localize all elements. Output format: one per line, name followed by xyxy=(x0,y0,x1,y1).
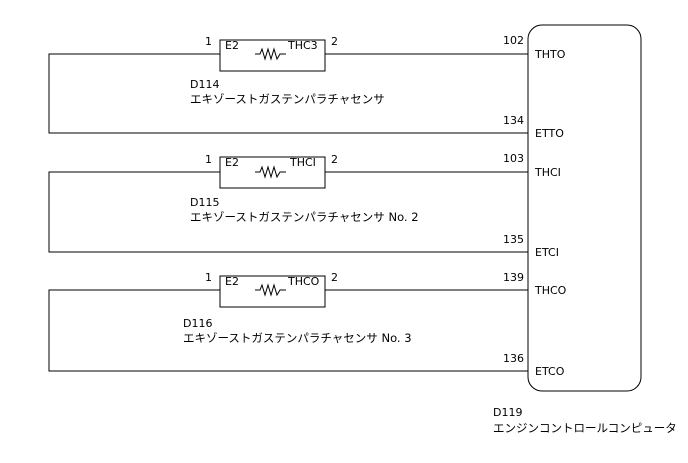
terminal-label: THCI xyxy=(289,156,316,169)
wire-d115-ground xyxy=(48,171,528,253)
terminal-label: THCO xyxy=(287,275,320,288)
part-code: D114 xyxy=(190,78,219,91)
pin-number: 1 xyxy=(205,35,212,48)
resistor-symbol xyxy=(255,283,286,297)
pin-number: 1 xyxy=(205,153,212,166)
ecu-terminal-label: ETTO xyxy=(535,127,564,140)
ecu-d119: 102 134 103 135 139 136 THTO ETTO THCI E… xyxy=(493,24,677,435)
resistor-symbol xyxy=(255,165,286,179)
pin-number: 2 xyxy=(331,153,338,166)
ecu-pin-number: 139 xyxy=(503,271,524,284)
ecu-pin-number: 136 xyxy=(503,352,524,365)
ecu-box xyxy=(527,24,642,392)
pin-number: 1 xyxy=(205,271,212,284)
sensor-d114: 1 2 E2 THC3 D114 エキゾーストガステンパラチャセンサ xyxy=(48,35,528,134)
part-name: エキゾーストガステンパラチャセンサ No. 2 xyxy=(190,210,419,224)
pin-number: 2 xyxy=(331,35,338,48)
ecu-terminal-label: THCI xyxy=(534,166,561,179)
terminal-label: E2 xyxy=(225,39,239,52)
ecu-pin-number: 102 xyxy=(503,34,524,47)
ecu-terminal-label: THCO xyxy=(534,284,567,297)
wire-d116-ground xyxy=(48,289,528,372)
part-name: エキゾーストガステンパラチャセンサ xyxy=(190,92,385,106)
ecu-pin-number: 134 xyxy=(503,114,524,127)
part-name: エンジンコントロールコンピュータ xyxy=(493,421,677,435)
part-code: D119 xyxy=(493,406,522,419)
ecu-pin-number: 135 xyxy=(503,233,524,246)
resistor-symbol xyxy=(255,47,286,61)
pin-number: 2 xyxy=(331,271,338,284)
sensor-d115: 1 2 E2 THCI D115 エキゾーストガステンパラチャセンサ No. 2 xyxy=(48,153,528,253)
sensor-d116: 1 2 E2 THCO D116 エキゾーストガステンパラチャセンサ No. 3 xyxy=(48,271,528,372)
part-code: D115 xyxy=(190,196,219,209)
part-name: エキゾーストガステンパラチャセンサ No. 3 xyxy=(183,331,412,345)
part-code: D116 xyxy=(183,317,212,330)
terminal-label: E2 xyxy=(225,156,239,169)
ecu-terminal-label: ETCO xyxy=(535,365,565,378)
ecu-pin-number: 103 xyxy=(503,152,524,165)
terminal-label: E2 xyxy=(225,275,239,288)
ecu-terminal-label: ETCI xyxy=(535,246,559,259)
terminal-label: THC3 xyxy=(287,39,318,52)
wire-d114-ground xyxy=(48,53,528,134)
ecu-terminal-label: THTO xyxy=(534,48,566,61)
